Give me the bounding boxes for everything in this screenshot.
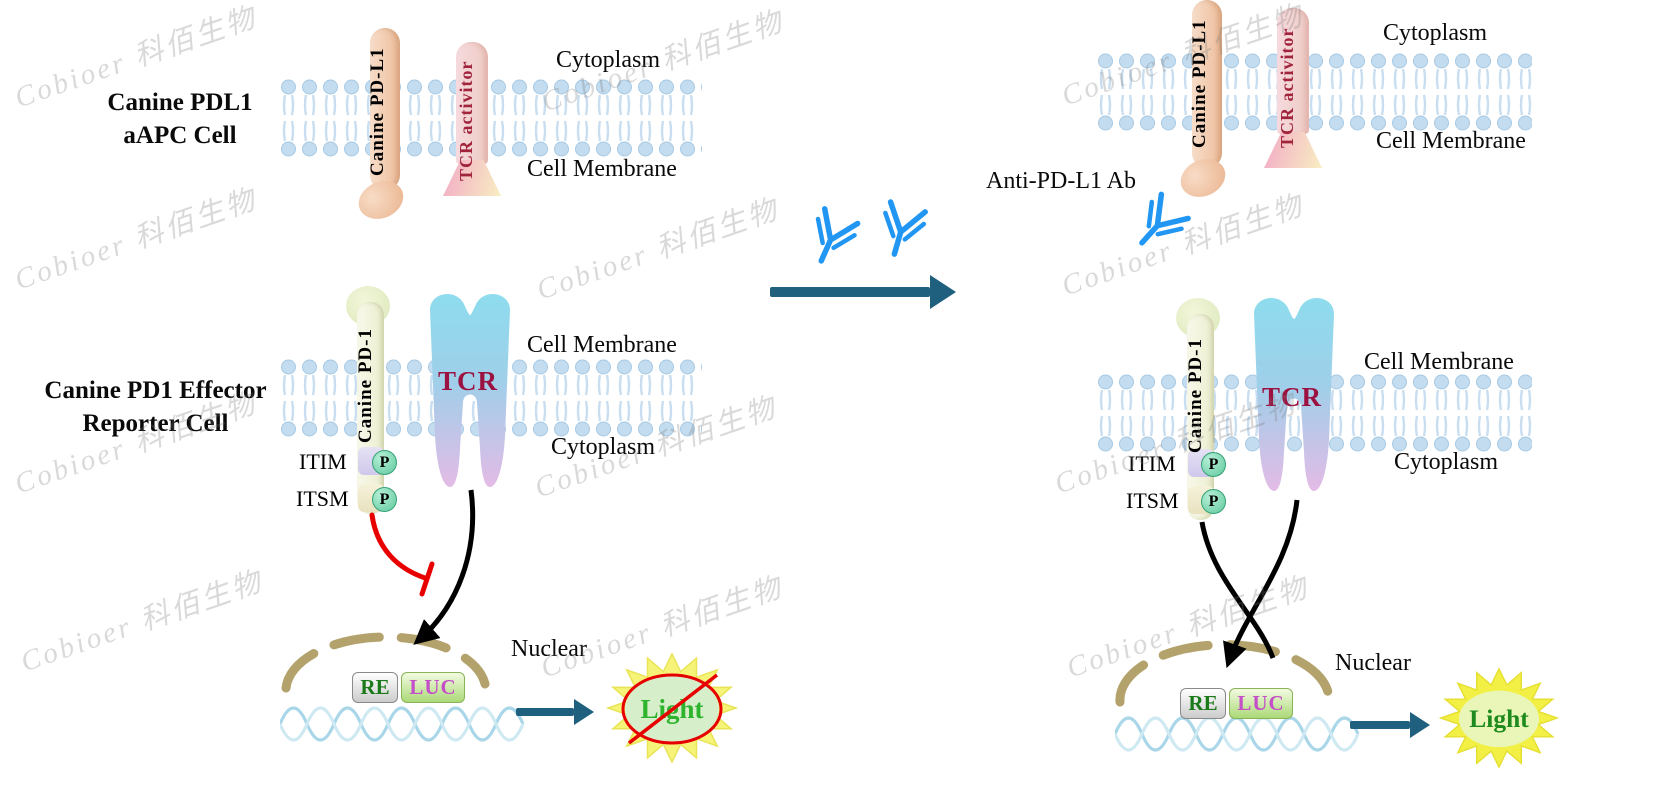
pd1-label: Canine PD-1 bbox=[355, 328, 376, 444]
blocking-antibody bbox=[1139, 191, 1191, 246]
anti-pdl1-ab-label: Anti-PD-L1 Ab bbox=[986, 168, 1136, 194]
effector-cell-label-line1: Canine PD1 Effector bbox=[44, 377, 267, 404]
result-arrow bbox=[516, 708, 574, 716]
inhibition-line bbox=[369, 512, 435, 597]
cell-membrane-label: Cell Membrane bbox=[1376, 128, 1526, 154]
cytoplasm-label: Cytoplasm bbox=[556, 47, 661, 73]
itim-label: ITIM bbox=[1128, 451, 1176, 476]
pdl1-protein bbox=[1192, 0, 1222, 168]
lipid-bilayer-apc-right bbox=[1095, 52, 1532, 132]
light-label: Light bbox=[1469, 704, 1529, 733]
tcr-activator-protein bbox=[456, 42, 488, 164]
watermark: Cobioer 科佰生物 bbox=[10, 183, 262, 297]
response-element-box: RE bbox=[352, 672, 398, 703]
itsm-label: ITSM bbox=[1126, 488, 1179, 513]
pdl1-protein bbox=[370, 28, 400, 190]
nucleus-outline bbox=[1115, 640, 1334, 707]
pd1-label: Canine PD-1 bbox=[1185, 338, 1206, 454]
itim-label: ITIM bbox=[299, 449, 347, 474]
tcr-activator-label: TCR activitor bbox=[456, 60, 476, 182]
nucleus-outline bbox=[281, 632, 490, 693]
tcr-label: TCR bbox=[438, 366, 499, 396]
antibody-icon bbox=[815, 206, 861, 264]
luciferase-box: LUC bbox=[1229, 688, 1293, 719]
pdl1-label: Canine PD-L1 bbox=[1189, 19, 1210, 149]
cell-membrane-label: Cell Membrane bbox=[527, 156, 677, 182]
pd1-protein bbox=[1187, 314, 1214, 520]
pdl1-label: Canine PD-L1 bbox=[367, 47, 388, 177]
apc-cell-label: Canine PDL1 aAPC Cell bbox=[55, 86, 305, 152]
cytoplasm-label: Cytoplasm bbox=[1394, 449, 1499, 475]
effector-cell-label-line2: Reporter Cell bbox=[82, 410, 229, 437]
antibody-icon bbox=[883, 199, 928, 257]
no-light-starburst: Light bbox=[605, 652, 739, 764]
tcr-receptor bbox=[430, 293, 510, 487]
phospho-badge: P bbox=[1201, 489, 1226, 514]
antibody-pair bbox=[815, 199, 928, 264]
tcr-receptor bbox=[1254, 297, 1334, 491]
treatment-arrow bbox=[770, 287, 930, 297]
prohibition-ellipse bbox=[621, 673, 723, 745]
signal-arrow bbox=[413, 489, 476, 645]
effector-cell-label: Canine PD1 Effector Reporter Cell bbox=[18, 374, 293, 440]
cell-membrane-label: Cell Membrane bbox=[1364, 349, 1514, 375]
watermark: Cobioer 科佰生物 bbox=[532, 193, 784, 307]
result-arrow bbox=[1350, 721, 1410, 729]
watermark: Cobioer 科佰生物 bbox=[16, 565, 268, 679]
apc-cell-label-line1: Canine PDL1 bbox=[107, 89, 253, 116]
cytoplasm-label: Cytoplasm bbox=[1383, 20, 1488, 46]
tcr-activator-label: TCR activitor bbox=[1277, 27, 1297, 149]
result-arrow-head bbox=[1410, 712, 1433, 738]
apc-cell-label-line2: aAPC Cell bbox=[123, 122, 237, 149]
phospho-badge: P bbox=[372, 487, 397, 512]
dna-helix bbox=[280, 706, 525, 742]
phospho-badge: P bbox=[372, 450, 397, 475]
luciferase-box: LUC bbox=[401, 672, 465, 703]
itsm-label: ITSM bbox=[296, 486, 349, 511]
prohibition-slash bbox=[627, 673, 719, 745]
signal-arrows bbox=[1199, 499, 1300, 669]
tcr-label: TCR bbox=[1262, 382, 1323, 412]
pd1-protein bbox=[357, 302, 384, 514]
tcr-activator-protein bbox=[1277, 8, 1309, 134]
lipid-bilayer-apc-left bbox=[278, 78, 702, 158]
cell-membrane-label: Cell Membrane bbox=[527, 332, 677, 358]
response-element-box: RE bbox=[1180, 688, 1226, 719]
nuclear-label: Nuclear bbox=[1335, 650, 1411, 676]
antibody-icon bbox=[1139, 191, 1191, 246]
result-arrow-head bbox=[574, 699, 597, 725]
nuclear-label: Nuclear bbox=[511, 636, 587, 662]
treatment-arrow-head bbox=[930, 275, 959, 309]
phospho-badge: P bbox=[1201, 452, 1226, 477]
cytoplasm-label: Cytoplasm bbox=[551, 434, 656, 460]
light-starburst: Light bbox=[1438, 667, 1560, 769]
